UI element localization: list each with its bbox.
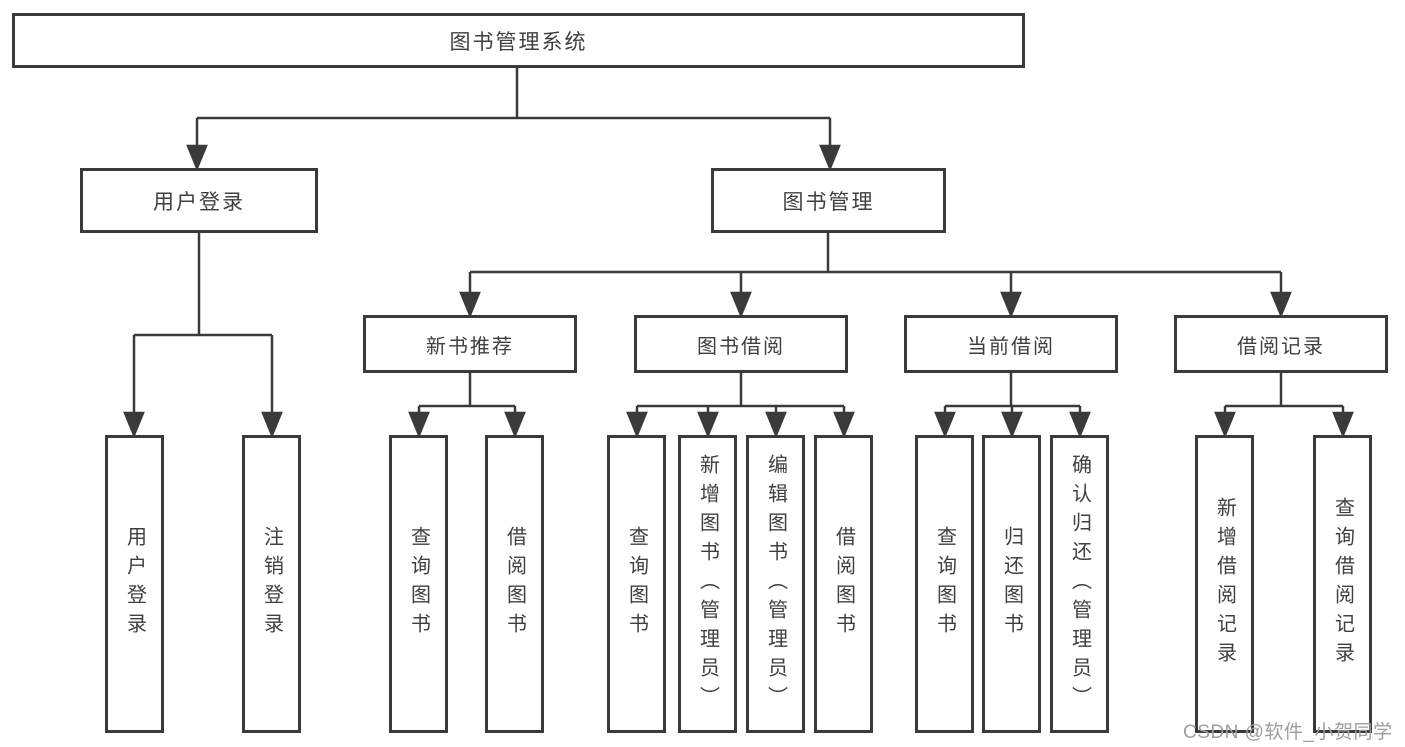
node-label: 借阅记录 — [1237, 335, 1325, 358]
leaf-return-books: 归还图书 — [982, 435, 1041, 733]
leaf-query-borrow-record: 查询借阅记录 — [1313, 435, 1372, 733]
node-label: 用户登录 — [153, 190, 245, 214]
node-label: 借阅图书 — [503, 526, 526, 642]
leaf-user-login: 用户登录 — [105, 435, 164, 733]
leaf-query-books-current: 查询图书 — [915, 435, 974, 733]
leaf-borrow-books-rec: 借阅图书 — [485, 435, 544, 733]
connector-user-login-to-leaves — [123, 233, 283, 439]
node-book-management: 图书管理 — [711, 168, 946, 233]
leaf-add-books-admin: 新增图书（管理员） — [678, 435, 737, 733]
node-label: 新增图书（管理员） — [696, 453, 719, 715]
arrowhead — [261, 411, 283, 439]
arrowhead — [1001, 411, 1023, 439]
node-label: 新增借阅记录 — [1213, 497, 1236, 671]
connector-book-borrow-to-leaves — [626, 373, 855, 439]
leaf-confirm-return-admin: 确认归还（管理员） — [1050, 435, 1109, 733]
connector-current-borrow-to-leaves — [934, 373, 1091, 439]
arrowhead — [626, 411, 648, 439]
arrowhead — [730, 291, 752, 319]
arrowhead — [459, 291, 481, 319]
leaf-query-books-rec: 查询图书 — [389, 435, 448, 733]
node-label: 图书管理系统 — [449, 30, 588, 54]
node-label: 编辑图书（管理员） — [764, 453, 787, 715]
node-label: 图书管理 — [782, 190, 875, 214]
arrowhead — [123, 411, 145, 439]
leaf-edit-books-admin: 编辑图书（管理员） — [746, 435, 805, 733]
node-new-book-recommend: 新书推荐 — [363, 315, 577, 373]
connector-new-book-rec-to-leaves — [408, 373, 526, 439]
node-user-login: 用户登录 — [80, 168, 318, 233]
node-root-system: 图书管理系统 — [12, 13, 1025, 68]
arrowhead — [765, 411, 787, 439]
arrowhead — [1000, 291, 1022, 319]
connector-root-to-level2 — [186, 68, 841, 172]
node-label: 查询图书 — [933, 526, 956, 642]
node-label: 新书推荐 — [426, 335, 514, 358]
node-label: 确认归还（管理员） — [1068, 453, 1091, 715]
arrowhead — [1069, 411, 1091, 439]
leaf-logout: 注销登录 — [242, 435, 301, 733]
node-label: 查询图书 — [625, 526, 648, 642]
node-label: 归还图书 — [1000, 526, 1023, 642]
node-book-borrowing: 图书借阅 — [634, 315, 848, 373]
node-label: 用户登录 — [123, 526, 146, 642]
node-label: 借阅图书 — [832, 526, 855, 642]
node-label: 当前借阅 — [967, 335, 1055, 358]
leaf-query-books-borrow: 查询图书 — [607, 435, 666, 733]
arrowhead — [1214, 411, 1236, 439]
node-label: 查询图书 — [407, 526, 430, 642]
leaf-borrow-books: 借阅图书 — [814, 435, 873, 733]
connector-borrow-records-to-leaves — [1214, 373, 1354, 439]
arrowhead — [1332, 411, 1354, 439]
arrowhead — [934, 411, 956, 439]
arrowhead — [833, 411, 855, 439]
arrowhead — [186, 144, 208, 172]
arrowhead — [1270, 291, 1292, 319]
leaf-add-borrow-record: 新增借阅记录 — [1195, 435, 1254, 733]
node-label: 查询借阅记录 — [1331, 497, 1354, 671]
arrowhead — [819, 144, 841, 172]
node-current-borrowing: 当前借阅 — [904, 315, 1118, 373]
node-label: 图书借阅 — [697, 335, 785, 358]
node-borrowing-records: 借阅记录 — [1174, 315, 1388, 373]
node-label: 注销登录 — [260, 526, 283, 642]
arrowhead — [408, 411, 430, 439]
arrowhead — [697, 411, 719, 439]
csdn-watermark: CSDN @软件_小贺同学 — [1183, 722, 1393, 743]
arrowhead — [504, 411, 526, 439]
connector-book-mgmt-to-level3 — [459, 233, 1292, 319]
